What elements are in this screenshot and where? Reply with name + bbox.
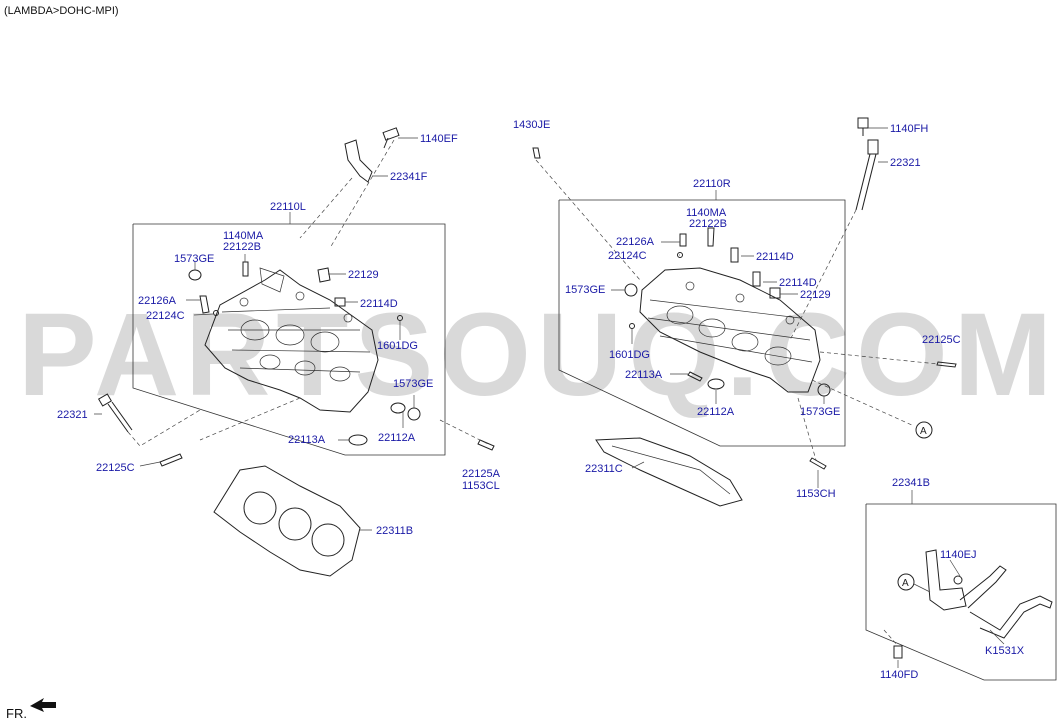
callout-1573GE-left-bottom: 1573GE	[393, 378, 433, 390]
bolt-1140EJ	[953, 575, 963, 585]
reference-A-inset: A	[902, 578, 909, 589]
seal-22112A-left	[390, 402, 406, 414]
callout-22125A-left: 22125A	[462, 468, 501, 480]
callout-22321-right: 22321	[890, 157, 921, 169]
inset-22341B-group: 22341B 1140EJ A K1531X 1140FD	[865, 477, 1057, 681]
callout-1140MA-left: 1140MA	[223, 230, 264, 242]
leaders-inset	[897, 490, 1005, 668]
pin-22125C-left	[159, 453, 183, 467]
pin-22126A-right	[679, 233, 687, 247]
callout-22311C: 22311C	[585, 463, 623, 475]
callout-1573GE-right-bottom: 1573GE	[800, 406, 840, 418]
callout-1601DG-right: 1601DG	[609, 349, 650, 361]
callout-1140FH: 1140FH	[890, 123, 928, 135]
reference-circle-A-right	[915, 421, 933, 439]
pin-22114D-right-b	[752, 271, 761, 287]
bolt-22321-right	[855, 139, 879, 211]
pin-22125C-right	[936, 361, 957, 368]
callout-22125C-right: 22125C	[922, 334, 961, 346]
pin-22124C-left	[213, 310, 219, 316]
plug-1601DG-left	[397, 315, 403, 321]
pin-22126A-left	[199, 295, 210, 314]
callout-1140EJ: 1140EJ	[940, 549, 977, 561]
reference-A-right: A	[920, 426, 927, 437]
callout-1430JE: 1430JE	[513, 119, 550, 131]
bolt-1140FH	[857, 117, 869, 136]
callout-22110L: 22110L	[270, 201, 306, 213]
callout-22124C-left: 22124C	[146, 310, 185, 322]
pin-1153CH	[809, 457, 827, 470]
front-label: FR.	[6, 706, 27, 721]
ring-22113A-right	[687, 371, 703, 382]
callout-1153CH: 1153CH	[796, 488, 836, 500]
callout-22129-right: 22129	[800, 289, 831, 301]
callout-22122B-right: 22122B	[689, 218, 727, 230]
diagram-header: (LAMBDA>DOHC-MPI)	[4, 5, 119, 17]
callout-22321-left: 22321	[57, 409, 88, 421]
ring-22113A-left	[348, 434, 368, 446]
dowel-22122B-right	[707, 227, 715, 247]
callout-1573GE-left-top: 1573GE	[174, 253, 214, 265]
front-direction-indicator: FR.	[6, 698, 56, 721]
callout-22114D-left: 22114D	[360, 298, 398, 310]
left-cylinder-head	[204, 267, 379, 413]
bolt-1140EF	[382, 127, 400, 149]
watermark: PARTSOUQ.COM	[18, 289, 1058, 421]
right-cylinder-head	[639, 267, 821, 393]
callout-1140EF-left: 1140EF	[420, 133, 458, 145]
callout-22114D-right-a: 22114D	[756, 251, 794, 263]
bolt-22321-left	[97, 393, 133, 433]
seal-22112A-right	[707, 378, 725, 390]
callout-1153CL: 1153CL	[462, 480, 500, 492]
gasket-22311C	[595, 437, 743, 507]
leaders-left	[94, 137, 418, 531]
right-cylinder-head-group: 1430JE 1140FH 22321 22110R 1140MA 22122B…	[513, 117, 961, 507]
dowel-22122B-left	[242, 261, 249, 277]
callout-22311B: 22311B	[376, 525, 413, 537]
reference-circle-A-inset	[897, 573, 915, 591]
callout-22122B-left: 22122B	[223, 241, 261, 253]
callout-22113A-right: 22113A	[625, 369, 663, 381]
callout-22125C-left: 22125C	[96, 462, 135, 474]
hose-K1531X	[959, 565, 1053, 639]
cap-22129-right	[769, 287, 781, 299]
plug-1573GE-left-top	[188, 269, 202, 281]
leaders-right	[611, 127, 888, 488]
callout-22126A-left: 22126A	[138, 295, 177, 307]
cap-22129-left	[317, 267, 331, 283]
bracket-22341F	[344, 139, 373, 183]
callout-K1531X: K1531X	[985, 645, 1025, 657]
callout-1601DG-left: 1601DG	[377, 340, 418, 352]
pin-22125A-left	[477, 439, 495, 451]
pin-22114D-left	[334, 297, 346, 307]
callout-22113A-left: 22113A	[288, 434, 326, 446]
dashed-leaders-right	[535, 159, 939, 461]
inset-box	[865, 503, 1057, 681]
callout-22110R: 22110R	[693, 178, 731, 190]
callout-1140FD: 1140FD	[880, 669, 918, 681]
right-assembly-box	[558, 199, 846, 447]
plug-1601DG-right	[629, 323, 635, 329]
left-assembly-box	[132, 223, 446, 456]
callout-22124C-right: 22124C	[608, 250, 647, 262]
callout-22126A-right: 22126A	[616, 236, 655, 248]
callout-22129-left: 22129	[348, 269, 379, 281]
bolt-1140FD	[893, 645, 903, 659]
pin-22114D-right-a	[730, 247, 739, 263]
gasket-22311B	[213, 465, 361, 577]
pin-22124C-right	[677, 252, 683, 258]
callout-1140MA-right: 1140MA	[686, 207, 727, 219]
callout-1573GE-right-top: 1573GE	[565, 284, 605, 296]
callout-22112A-right: 22112A	[697, 406, 735, 418]
dashed-leaders-inset	[883, 629, 899, 647]
pin-1430JE	[532, 147, 541, 159]
callout-22112A-left: 22112A	[378, 432, 416, 444]
callout-22341F: 22341F	[390, 171, 428, 183]
front-arrow-icon	[30, 698, 56, 712]
callout-22114D-right-b: 22114D	[779, 277, 817, 289]
callout-22341B: 22341B	[892, 477, 930, 489]
left-cylinder-head-group: 1140EF 22341F 22110L 1140MA 22122B 1573G…	[57, 127, 501, 577]
